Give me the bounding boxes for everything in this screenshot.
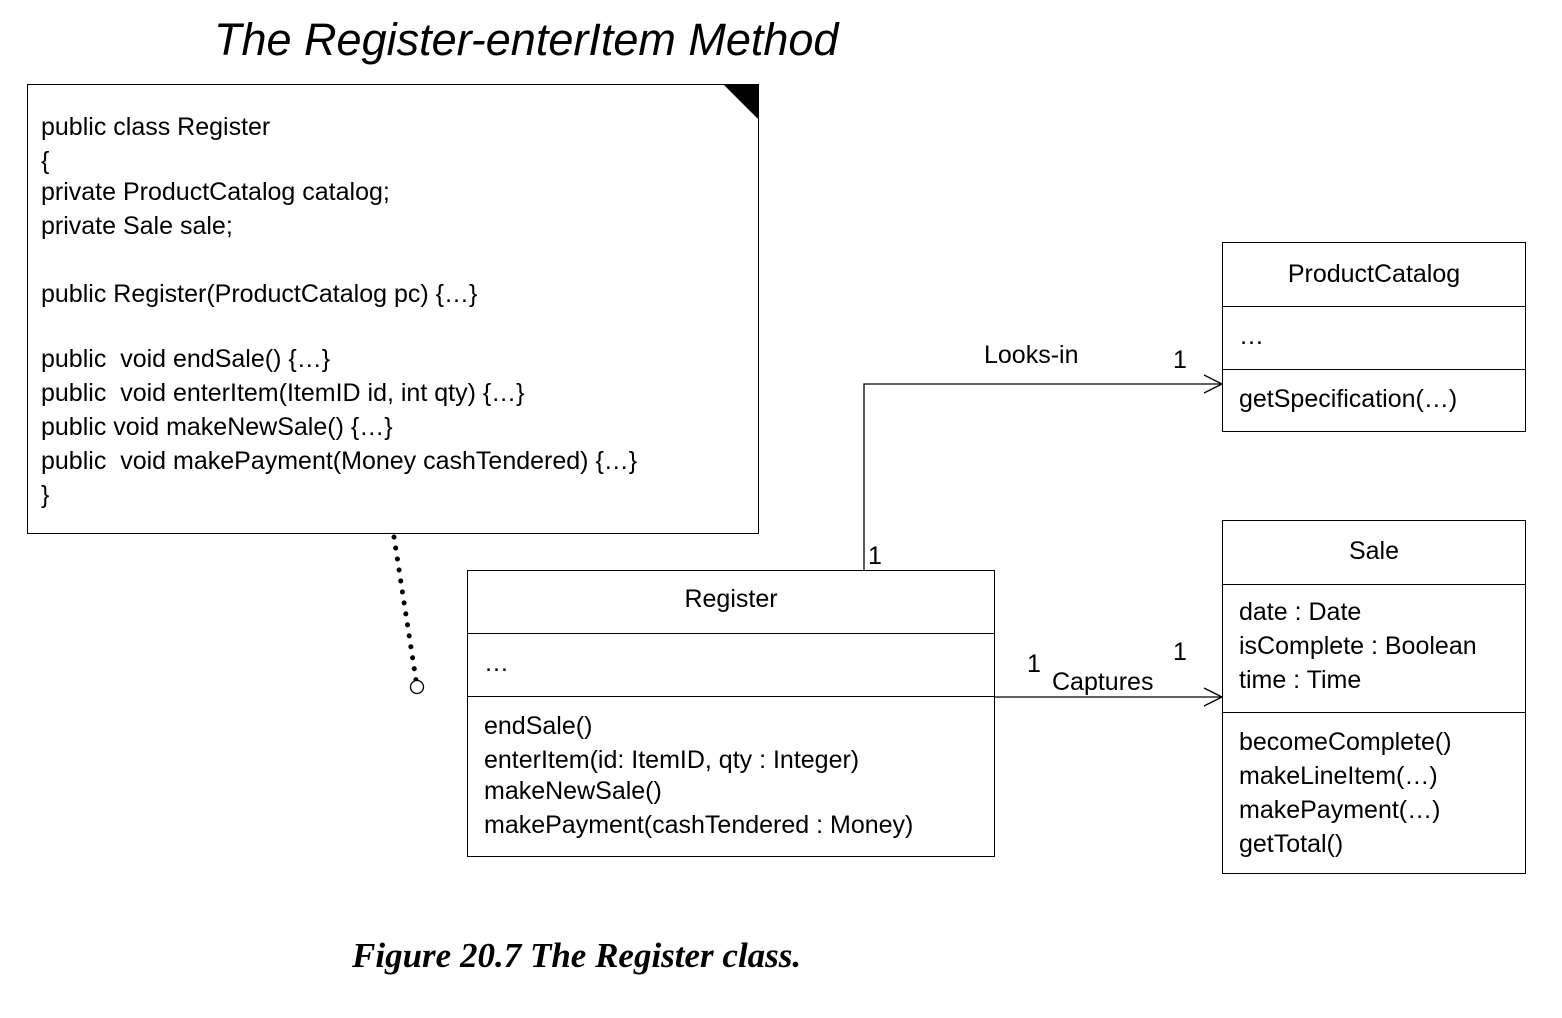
code-note: public class Register { private ProductC… [27, 84, 759, 534]
sale-operation: makeLineItem(…) [1239, 762, 1438, 790]
note-anchor-line [391, 534, 419, 683]
figure-caption: Figure 20.7 The Register class. [352, 936, 802, 975]
sale-operation: makePayment(…) [1239, 796, 1441, 824]
looks-in-source-multiplicity: 1 [868, 542, 882, 570]
sale-operation: becomeComplete() [1239, 728, 1452, 756]
sale-operations-compartment: becomeComplete() makeLineItem(…) makePay… [1223, 712, 1525, 873]
sale-operation: getTotal() [1239, 830, 1344, 858]
looks-in-association-line [863, 383, 1222, 570]
product-catalog-attributes-compartment: … [1223, 306, 1525, 369]
code-line: } [41, 481, 50, 509]
code-line: private Sale sale; [41, 212, 233, 240]
register-attribute: … [484, 649, 509, 677]
sale-attribute: date : Date [1239, 598, 1362, 626]
register-operation: makeNewSale() [484, 777, 662, 805]
code-line: public void endSale() {…} [41, 345, 331, 373]
sale-class-name: Sale [1348, 537, 1400, 565]
register-attributes-compartment: … [468, 633, 994, 696]
product-catalog-operation: getSpecification(…) [1239, 385, 1458, 413]
product-catalog-class-name: ProductCatalog [1287, 260, 1461, 288]
register-operation: endSale() [484, 712, 593, 740]
sale-attribute: isComplete : Boolean [1239, 632, 1477, 660]
captures-label: Captures [1052, 668, 1154, 696]
sale-name-compartment: Sale [1223, 521, 1525, 584]
register-name-compartment: Register [468, 571, 994, 633]
code-line: private ProductCatalog catalog; [41, 178, 390, 206]
code-line: public void makeNewSale() {…} [41, 413, 393, 441]
register-operations-compartment: endSale() enterItem(id: ItemID, qty : In… [468, 696, 994, 856]
code-line: public Register(ProductCatalog pc) {…} [41, 280, 478, 308]
product-catalog-class-box: ProductCatalog … getSpecification(…) [1222, 242, 1526, 432]
register-class-box: Register … endSale() enterItem(id: ItemI… [467, 570, 995, 857]
code-line: { [41, 147, 50, 175]
register-operation: enterItem(id: ItemID, qty : Integer) [484, 746, 860, 774]
captures-target-multiplicity: 1 [1173, 638, 1187, 666]
diagram-title: The Register-enterItem Method [214, 14, 839, 65]
note-folded-corner [723, 84, 759, 120]
register-operation: makePayment(cashTendered : Money) [484, 811, 914, 839]
note-anchor-circle [409, 679, 425, 695]
sale-attributes-compartment: date : Date isComplete : Boolean time : … [1223, 584, 1525, 712]
product-catalog-operations-compartment: getSpecification(…) [1223, 369, 1525, 431]
code-line: public class Register [41, 113, 271, 141]
sale-class-box: Sale date : Date isComplete : Boolean ti… [1222, 520, 1526, 874]
product-catalog-name-compartment: ProductCatalog [1223, 243, 1525, 306]
code-line: public void makePayment(Money cashTender… [41, 447, 638, 475]
looks-in-label: Looks-in [984, 341, 1079, 369]
looks-in-target-multiplicity: 1 [1173, 346, 1187, 374]
product-catalog-attribute: … [1239, 322, 1264, 350]
sale-attribute: time : Time [1239, 666, 1362, 694]
code-line: public void enterItem(ItemID id, int qty… [41, 379, 525, 407]
captures-source-multiplicity: 1 [1027, 650, 1041, 678]
register-class-name: Register [684, 585, 778, 613]
